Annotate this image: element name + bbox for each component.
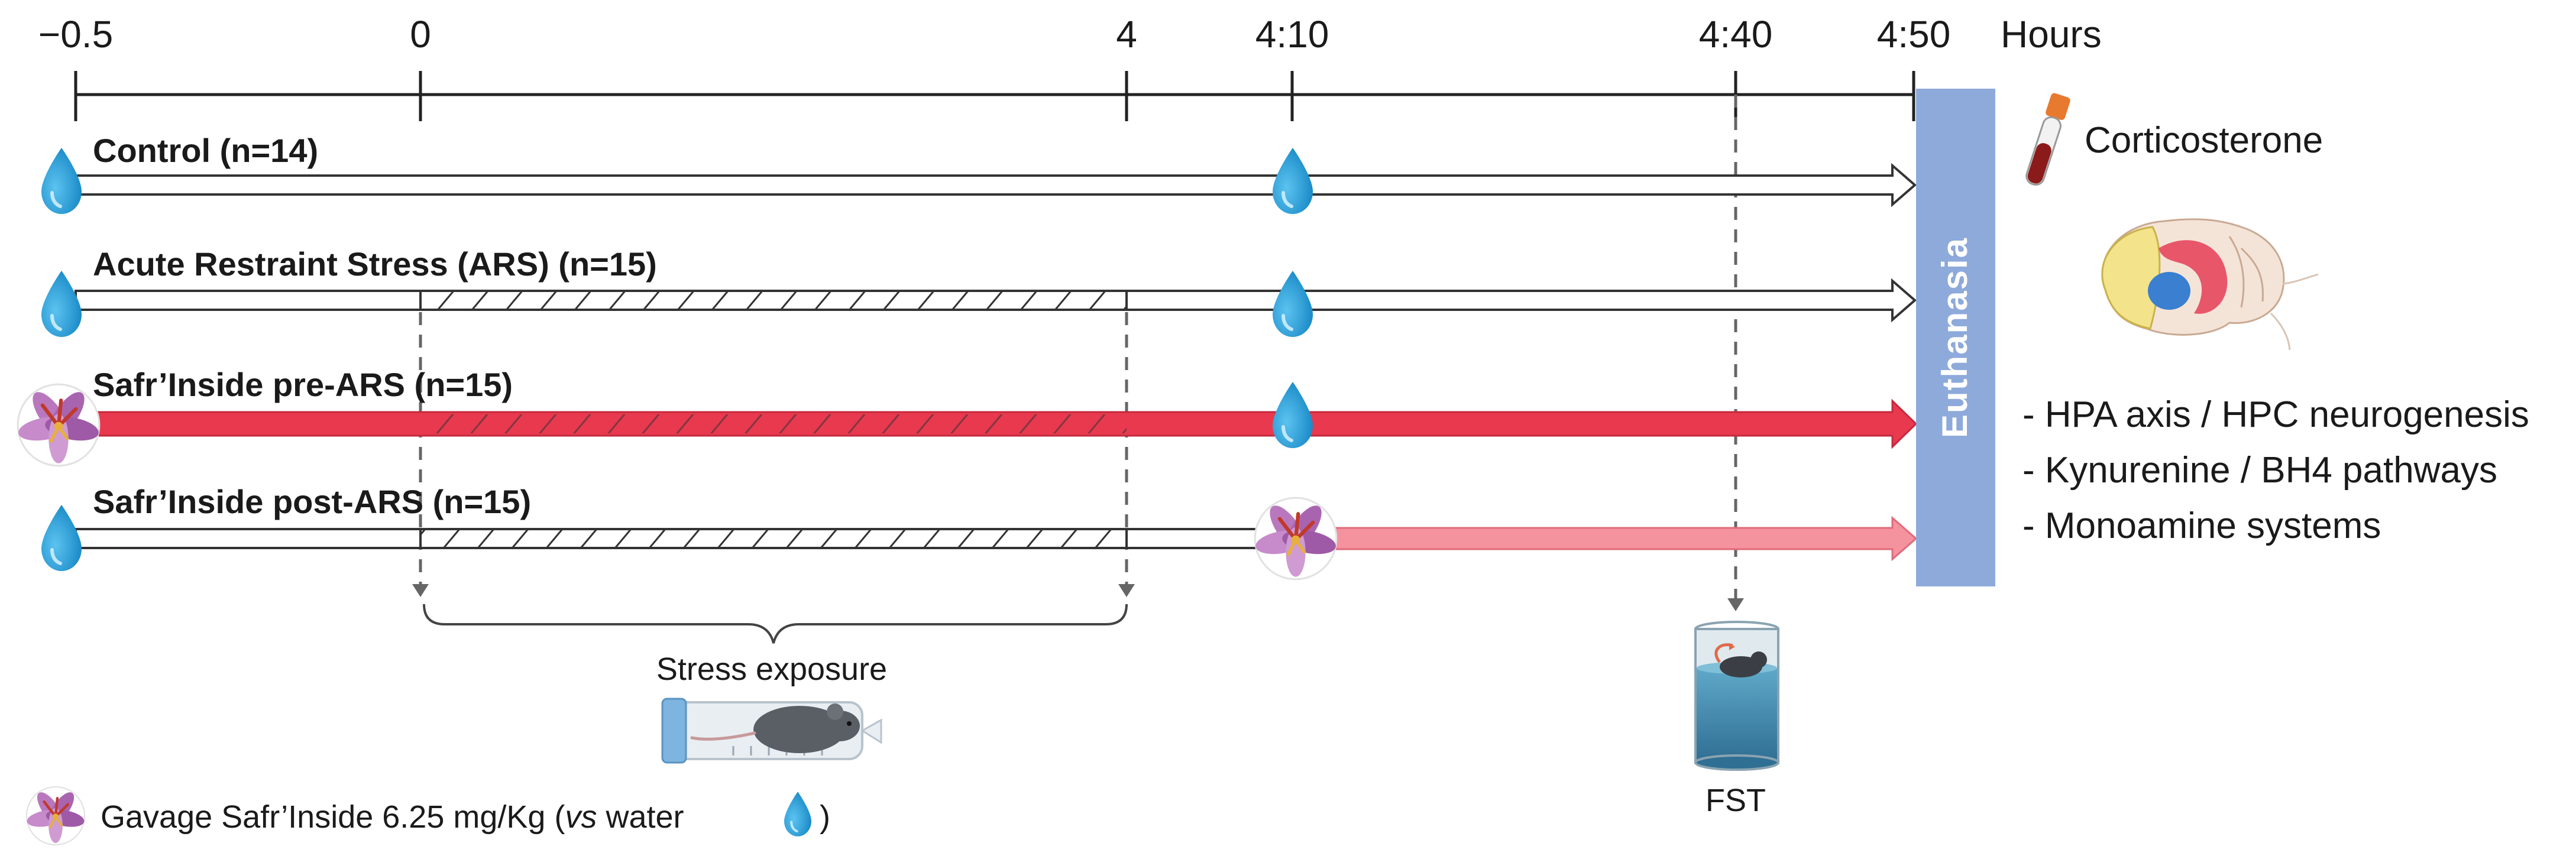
axis-tick-label: 4:50	[1877, 13, 1951, 56]
group-row-control: Control (n=14)	[41, 132, 1917, 214]
axis-tick-label: −0.5	[38, 13, 113, 56]
axis-tick-label: 4:10	[1255, 13, 1329, 56]
group-row-safr-post-ars: Safr’Inside post-ARS (n=15)	[41, 483, 1918, 579]
axis-tick-label: 0	[410, 13, 431, 56]
restraint-period-hatched	[420, 414, 1127, 433]
stress-window-markers	[412, 290, 1135, 597]
outcomes-panel: Corticosterone - HPA axis / HPC neurogen…	[2022, 93, 2529, 546]
time-axis: −0.5 0 4 4:10 4:40 4:50 Hours	[38, 13, 2102, 121]
legend: Gavage Safr’Inside 6.25 mg/Kg (vs water …	[25, 787, 830, 845]
water-drop-icon	[1273, 382, 1313, 448]
water-drop-icon	[1273, 148, 1313, 214]
group-label: Safr’Inside post-ARS (n=15)	[93, 483, 531, 520]
fst-marker	[1727, 95, 1744, 611]
timeline-arrow-outline	[75, 163, 1917, 207]
restraint-tube-mouse-icon	[661, 698, 882, 764]
euthanasia-label: Euthanasia	[1935, 237, 1975, 438]
axis-tick-label: 4:40	[1699, 13, 1773, 56]
water-drop-icon	[1273, 271, 1313, 337]
water-drop-icon	[41, 505, 82, 571]
outcome-item: - Monoamine systems	[2022, 505, 2381, 546]
legend-text: Gavage Safr’Inside 6.25 mg/Kg (vs water	[101, 799, 684, 835]
stress-exposure-label: Stress exposure	[656, 651, 887, 687]
water-drop-icon	[784, 792, 811, 836]
outcome-item: - Kynurenine / BH4 pathways	[2022, 450, 2497, 491]
group-label: Control (n=14)	[93, 132, 318, 169]
water-drop-icon	[41, 148, 82, 214]
saffron-flower-icon	[25, 787, 85, 845]
group-row-ars: Acute Restraint Stress (ARS) (n=15)	[41, 245, 1917, 337]
euthanasia-bar: Euthanasia	[1916, 89, 1995, 586]
saffron-flower-icon	[17, 384, 101, 466]
corticosterone-label: Corticosterone	[2085, 120, 2323, 161]
group-label: Safr’Inside pre-ARS (n=15)	[93, 366, 513, 403]
water-beaker-mouse-icon	[1694, 621, 1779, 771]
axis-tick-label: 4	[1116, 13, 1137, 56]
brain-icon	[2101, 218, 2319, 351]
blood-tube-icon	[2025, 93, 2070, 186]
axis-unit-label: Hours	[2001, 13, 2102, 56]
saffron-flower-icon	[1254, 498, 1338, 579]
outcome-item: - HPA axis / HPC neurogenesis	[2022, 394, 2529, 435]
restraint-period-hatched	[419, 528, 1128, 549]
timeline-arrow-pink	[1300, 515, 1918, 562]
fst-label: FST	[1706, 783, 1766, 818]
restraint-period-hatched	[419, 290, 1128, 311]
legend-close: )	[820, 799, 830, 835]
group-row-safr-pre-ars: Safr’Inside pre-ARS (n=15)	[17, 366, 1918, 466]
stress-exposure-brace: Stress exposure	[423, 604, 1128, 687]
water-drop-icon	[41, 271, 82, 337]
group-label: Acute Restraint Stress (ARS) (n=15)	[93, 245, 657, 283]
